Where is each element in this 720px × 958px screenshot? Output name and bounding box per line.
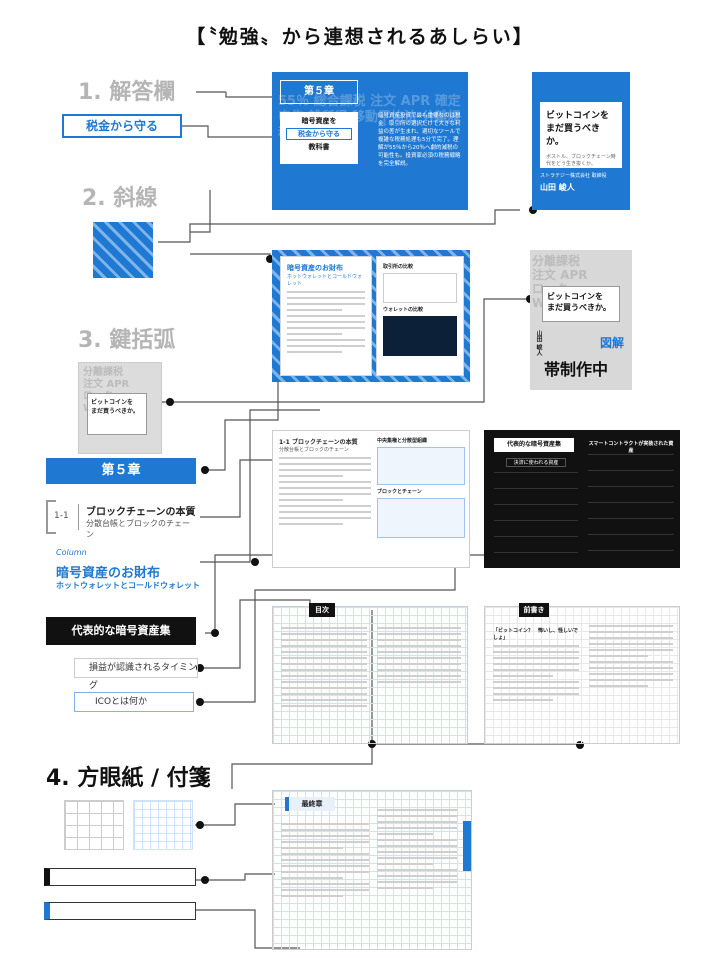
cover-line-3: 教科書 (308, 143, 330, 151)
final-label: 最終章 (285, 797, 335, 811)
chapter-bar-sample: 第５章 (46, 458, 196, 484)
section-heading-sample: 1-1 ブロックチェーンの本質 分散台帳とブロックのチェーン (46, 500, 196, 539)
wallet-panel-1: 取引所の比較 (383, 264, 414, 270)
answer-box-sample: 税金から守る (62, 114, 182, 138)
section-heading-answer-box: 1. 解答欄 (78, 80, 176, 105)
tag-sample-2: ICOとは何か (74, 692, 194, 712)
bitcoin-publisher: ストラテジー株式会社 取締役 (540, 173, 607, 179)
dark-right-title: スマートコントラクトが実装された資産 (588, 441, 674, 454)
chapter-cover-spread: 55％ 総合課税 注文 APR 確定申告 雑所得 移動平均法 分離課税20％ 5… (272, 72, 468, 210)
section-title: ブロックチェーンの本質 (86, 507, 196, 518)
wallet-spread-sub: ホットウォレットとコールドウォレット (287, 274, 363, 287)
bitcoin-title-1: ビットコインを (546, 111, 610, 121)
small-cover-title-2: まだ買うべきか。 (91, 408, 139, 415)
chain-title: ブロックチェーンの本質 (291, 439, 358, 446)
small-cover-title-1: ビットコインを (91, 399, 134, 406)
cover-chapter: 第５章 (280, 80, 358, 104)
page-title: 【〝勉強〟から連想されるあしらい】 (186, 26, 534, 48)
toc-label: 目次 (309, 603, 335, 617)
wallet-spread: 暗号資産のお財布 ホットウォレットとコールドウォレット 取引所の比較 ウォレット… (272, 250, 470, 382)
dark-left-title: 代表的な暗号資産集 (494, 438, 574, 452)
intro-label: 前書き (519, 603, 549, 617)
bitcoin-author: 山田 峻人 (540, 183, 575, 192)
gray-cover-stamp: 帯制作中 (544, 360, 609, 379)
diagonal-stripe-sample (93, 222, 153, 278)
cover-body: 暗号資産投資で最も重要なのは税金。取引所の選択だけで大きな利益の差が生まれ、適切… (378, 113, 461, 167)
bitcoin-title-2: まだ買うべきか。 (546, 124, 601, 147)
section-number: 1-1 (54, 511, 69, 521)
intro-quote: 「ビットコイン？ 怖いし、怪しいでしょ」 (493, 628, 578, 641)
gray-cover-zukai: 図解 (600, 336, 625, 350)
crypto-dark-spread: 代表的な暗号資産集 決済に使われる資産 スマートコントラクトが実装された資産 (484, 430, 680, 568)
sticky-tab-black (44, 868, 196, 886)
intro-spread: 前書き 「ビットコイン？ 怖いし、怪しいでしょ」 (484, 603, 680, 744)
cover-line-1: 暗号資産を (301, 117, 337, 125)
black-heading-sample: 代表的な暗号資産集 (46, 617, 196, 645)
grid-paper-gray (64, 800, 124, 850)
chain-panel-2: ブロックとチェーン (377, 489, 422, 495)
final-chapter-spread: 最終章 (272, 790, 472, 950)
chain-panel-1: 中央集権と分散型組織 (377, 438, 428, 444)
chain-sub: 分散台帳とブロックのチェーン (279, 447, 349, 453)
section-heading-grid: 4. 方眼紙 / 付箋 (46, 766, 211, 791)
toc-spread: 目次 (272, 603, 468, 744)
gray-cover-title-1: ビットコインを (547, 292, 603, 301)
bitcoin-cover-blue: ビットコインを まだ買うべきか。 ボストル、ブロックチェーン時代をどう生き抜くか… (532, 72, 630, 210)
bitcoin-sub: ボストル、ブロックチェーン時代をどう生き抜くか。 (546, 154, 616, 167)
section-heading-bracket: 3. 鍵括弧 (78, 328, 176, 353)
cover-line-2: 税金から守る (286, 128, 352, 140)
sticky-tab-blue (44, 902, 196, 920)
tag-sample-1: 損益が認識されるタイミング (74, 658, 198, 691)
gray-cover-title-2: まだ買うべきか。 (547, 303, 611, 312)
column-script: Column (56, 548, 87, 557)
gray-cover-author: 山田 峻人 (535, 330, 542, 357)
wallet-panel-2: ウォレットの比較 (383, 307, 424, 313)
chain-spread: 1-1 ブロックチェーンの本質 分散台帳とブロックのチェーン 中央集権と分散型組… (272, 430, 470, 568)
grid-paper-blue (133, 800, 193, 850)
wallet-heading-sample: Column 暗号資産のお財布 ホットウォレットとコールドウォレット (46, 548, 206, 598)
dark-left-sub: 決済に使われる資産 (506, 458, 566, 467)
section-heading-diagonal: 2. 斜線 (82, 186, 158, 211)
wallet-subtitle: ホットウォレットとコールドウォレット (56, 581, 200, 590)
wallet-spread-title: 暗号資産のお財布 (287, 264, 343, 272)
section-subtitle: 分散台帳とブロックのチェーン (86, 519, 190, 539)
chain-num: 1-1 (279, 439, 290, 446)
wallet-title: 暗号資産のお財布 (56, 566, 161, 581)
